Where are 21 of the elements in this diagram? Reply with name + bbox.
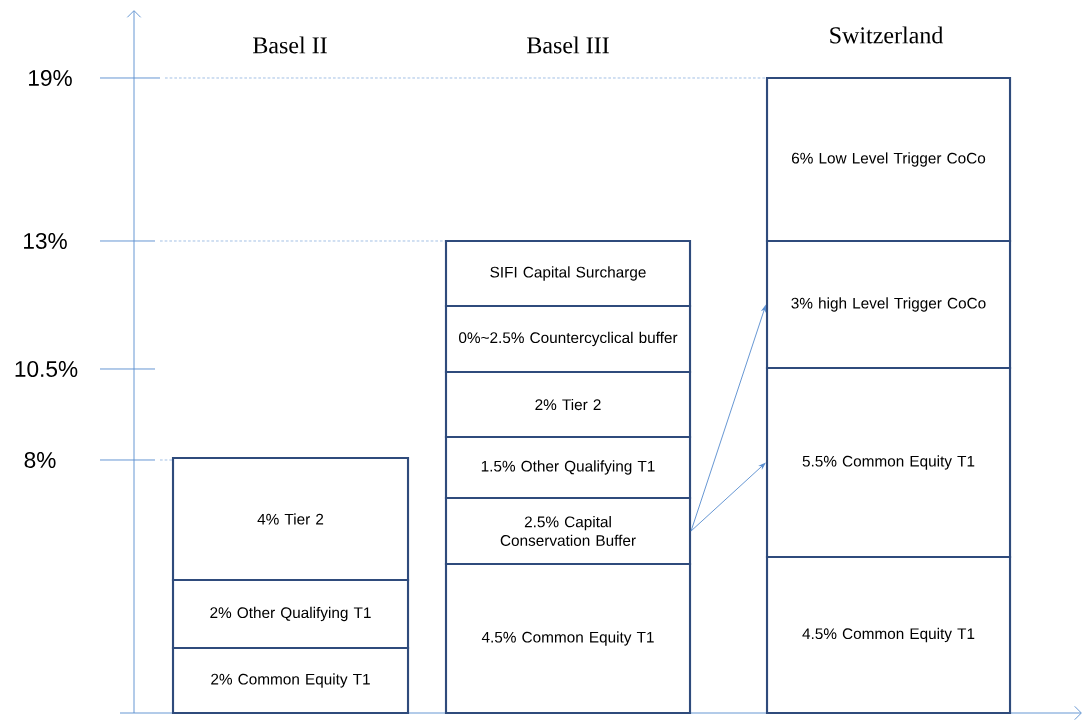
axis-tick-label: 19%: [29, 69, 72, 86]
capital-box: 4% Tier 2: [171, 456, 410, 582]
capital-box: 2.5% Capital Conservation Buffer: [444, 496, 692, 566]
arrow: [690, 463, 766, 532]
capital-box: 4.5% Common Equity T1: [765, 555, 1012, 715]
column-heading: Basel II: [253, 36, 327, 54]
capital-box: 5.5% Common Equity T1: [765, 366, 1012, 559]
axis-tick-label: 10.5%: [15, 360, 78, 378]
capital-box: SIFI Capital Surcharge: [444, 239, 692, 308]
capital-box: 2% Tier 2: [444, 370, 692, 439]
capital-box: 6% Low Level Trigger CoCo: [765, 76, 1012, 243]
capital-box: 1.5% Other Qualifying T1: [444, 435, 692, 500]
capital-box: 3% high Level Trigger CoCo: [765, 239, 1012, 370]
arrow: [690, 305, 766, 532]
axis-tick-label: 13%: [24, 232, 67, 249]
capital-box: 2% Common Equity T1: [171, 646, 410, 715]
axis-tick-label: 8%: [24, 451, 56, 469]
column-heading: Basel III: [527, 36, 609, 54]
capital-box: 0%~2.5% Countercyclical buffer: [444, 304, 692, 374]
capital-box: 2% Other Qualifying T1: [171, 578, 410, 650]
column-heading: Switzerland: [830, 26, 944, 44]
